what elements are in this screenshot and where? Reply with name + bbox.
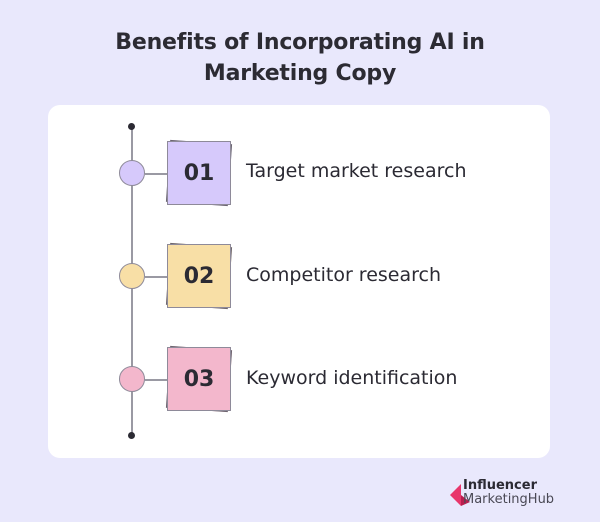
- number-badge: 01: [167, 141, 231, 205]
- item-label: Competitor research: [246, 264, 442, 286]
- connector-line: [145, 276, 169, 278]
- brand-name-line-1: Influencer: [463, 478, 537, 493]
- timeline-node-icon: [119, 263, 145, 289]
- connector-line: [145, 173, 169, 175]
- timeline-start-dot-icon: [128, 123, 135, 130]
- timeline-item-2: 02 Competitor research: [0, 236, 600, 316]
- number-badge: 03: [167, 347, 231, 411]
- item-label: Target market research: [246, 160, 467, 182]
- title-line-1: Benefits of Incorporating AI in: [115, 30, 485, 55]
- influencer-marketinghub-logo-icon: [450, 484, 470, 506]
- timeline-node-icon: [119, 366, 145, 392]
- item-label: Keyword identification: [246, 367, 458, 389]
- timeline-item-3: 03 Keyword identification: [0, 339, 600, 419]
- timeline-node-icon: [119, 160, 145, 186]
- page-title: Benefits of Incorporating AI in Marketin…: [0, 27, 600, 89]
- timeline-item-1: 01 Target market research: [0, 133, 600, 213]
- number-badge: 02: [167, 244, 231, 308]
- connector-line: [145, 379, 169, 381]
- timeline-end-dot-icon: [128, 432, 135, 439]
- brand-name-line-2: MarketingHub: [463, 492, 555, 507]
- title-line-2: Marketing Copy: [203, 61, 397, 86]
